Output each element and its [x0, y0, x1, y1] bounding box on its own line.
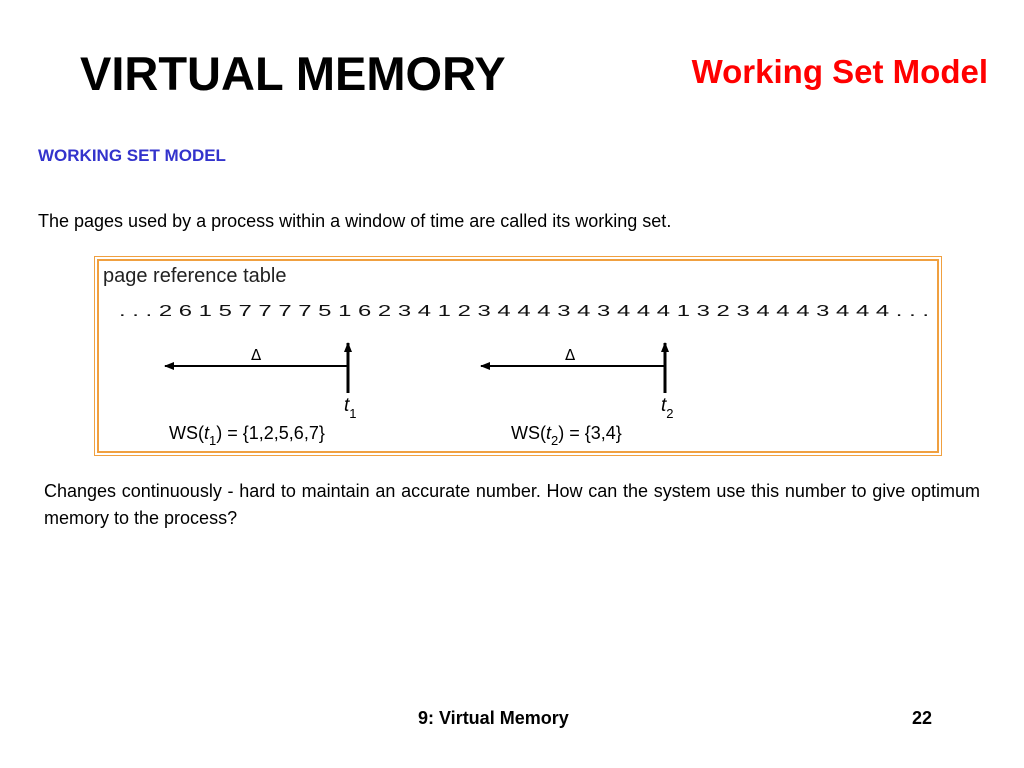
body-paragraph: Changes continuously - hard to maintain …: [44, 481, 980, 528]
working-set-2-label: WS(t2) = {3,4}: [511, 423, 622, 448]
time-2-label: t2: [661, 395, 674, 421]
footer-chapter: 9: Virtual Memory: [418, 708, 569, 728]
section-heading: WORKING SET MODEL: [38, 146, 226, 165]
working-set-1-label: WS(t1) = {1,2,5,6,7}: [169, 423, 325, 448]
window-2-delta-label: Δ: [565, 346, 576, 364]
slide-subtitle: Working Set Model: [691, 53, 988, 90]
intro-text: The pages used by a process within a win…: [38, 211, 672, 231]
slide-title: VIRTUAL MEMORY: [80, 47, 506, 100]
page-reference-sequence: . . . 2 6 1 5 7 7 7 7 5 1 6 2 3 4 1 2 3 …: [119, 303, 929, 320]
figure-caption: page reference table: [103, 265, 286, 287]
footer-page-number: 22: [912, 708, 933, 728]
working-set-figure: page reference table . . . 2 6 1 5 7 7 7…: [94, 256, 942, 456]
time-1-label: t1: [344, 395, 357, 421]
window-1-delta-label: Δ: [251, 346, 262, 364]
working-set-diagram: page reference table . . . 2 6 1 5 7 7 7…: [103, 265, 929, 448]
